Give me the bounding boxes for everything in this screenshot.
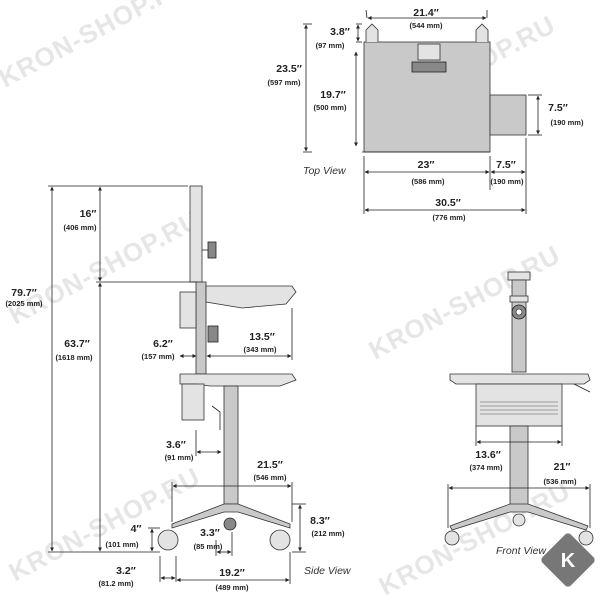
side-view-label: Side View [304, 565, 352, 577]
watermark-text: KRON-SHOP.RU [364, 239, 566, 365]
front-drawer [475, 383, 563, 427]
dim-monitor-range-mm: (406 mm) [64, 223, 97, 232]
top-side-shelf [489, 94, 527, 136]
front-lever [573, 383, 591, 393]
side-mount-knob [207, 241, 217, 259]
dim-shelf-depth-side: 13.5″ [249, 331, 274, 343]
side-keyboard-tray [205, 285, 297, 309]
dim-shelf-width-mm: (190 mm) [491, 177, 524, 186]
front-top-cap [507, 271, 531, 281]
front-upper-column [511, 279, 527, 373]
dim-shelf-depth-side-mm: (343 mm) [244, 345, 277, 354]
dim-wheelbase-mm: (489 mm) [216, 583, 249, 592]
front-lower-column [509, 425, 529, 509]
dim-handle-offset: 3.6″ [166, 439, 186, 451]
dim-top-width: 21.4″ [413, 7, 438, 19]
watermark-text: KRON-SHOP.RU [4, 204, 206, 330]
dim-total-depth: 23.5″ [276, 63, 301, 75]
dim-handle-offset-mm: (91 mm) [165, 453, 194, 462]
dim-setback: 6.2″ [153, 338, 173, 350]
watermark-text: KRON-SHOP.RU [374, 475, 576, 600]
front-view: 13.6″ (374 mm) 21″ (536 mm) Front View [444, 271, 594, 557]
side-base [171, 503, 291, 529]
dim-base-width: 21″ [554, 461, 571, 473]
front-center-caster [512, 513, 526, 527]
dim-top-width-mm: (544 mm) [410, 21, 443, 30]
side-view: 79.7″ (2025 mm) 16″ (406 mm) 63.7″ (1618… [5, 185, 352, 592]
dim-shelf-width: 7.5″ [496, 159, 516, 171]
brand-badge-icon: K [541, 533, 595, 587]
mount-bracket [411, 61, 447, 73]
side-clamp [207, 325, 219, 343]
side-drawer [181, 383, 205, 421]
dim-column-offset-mm: (85 mm) [194, 542, 223, 551]
front-base [449, 503, 589, 531]
dim-setback-mm: (157 mm) [142, 352, 175, 361]
dim-base-width-mm: (536 mm) [544, 477, 577, 486]
dim-clip-depth-mm: (97 mm) [316, 41, 345, 50]
dim-clip-depth: 3.8″ [330, 26, 350, 38]
front-right-caster [578, 530, 594, 546]
mount-plate [417, 43, 441, 61]
front-view-label: Front View [496, 545, 547, 557]
dim-caster-height-mm: (101 mm) [106, 540, 139, 549]
top-view: 21.4″ (544 mm) 3.8″ (97 mm) 23.5″ (597 m… [268, 7, 584, 222]
dim-caster-height: 4″ [131, 523, 142, 535]
dim-surface-height: 63.7″ [64, 338, 89, 350]
dim-surface-height-mm: (1618 mm) [55, 353, 93, 362]
dim-base-height: 8.3″ [310, 515, 330, 527]
dim-column-width: 13.6″ [475, 449, 500, 461]
dim-tray-depth-mm: (500 mm) [314, 103, 347, 112]
left-clip [365, 23, 379, 42]
dim-shelf-depth-mm: (190 mm) [551, 118, 584, 127]
dim-tray-depth: 19.7″ [320, 89, 345, 101]
side-left-bin [179, 291, 197, 329]
dim-total-height: 79.7″ [11, 287, 36, 299]
dim-wheel-offset: 3.2″ [116, 565, 136, 577]
top-view-label: Top View [303, 165, 347, 177]
front-work-surface [449, 373, 591, 385]
dim-tray-width: 23″ [418, 159, 435, 171]
side-monitor-panel [189, 185, 203, 283]
dim-wheel-offset-mm: (81.2 mm) [98, 579, 134, 588]
dim-base-depth-mm: (546 mm) [254, 473, 287, 482]
dim-total-width: 30.5″ [435, 197, 460, 209]
dim-base-depth: 21.5″ [257, 459, 282, 471]
watermark-text: KRON-SHOP.RU [0, 0, 195, 93]
front-mount-plate [509, 295, 529, 303]
side-handle [211, 405, 221, 430]
right-clip [475, 23, 489, 42]
front-caster [157, 529, 179, 551]
dim-monitor-range: 16″ [80, 208, 97, 220]
dim-total-width-mm: (776 mm) [433, 213, 466, 222]
dim-wheelbase: 19.2″ [219, 567, 244, 579]
center-caster [223, 517, 237, 531]
dim-total-height-mm: (2025 mm) [5, 299, 43, 308]
dim-column-width-mm: (374 mm) [470, 463, 503, 472]
front-left-caster [444, 530, 460, 546]
side-upper-column [195, 281, 207, 375]
rear-caster [269, 529, 291, 551]
dim-base-height-mm: (212 mm) [312, 529, 345, 538]
svg-text:K: K [561, 550, 576, 572]
dim-shelf-depth: 7.5″ [548, 102, 568, 114]
dim-tray-width-mm: (586 mm) [412, 177, 445, 186]
dim-column-offset: 3.3″ [200, 527, 220, 539]
dim-total-depth-mm: (597 mm) [268, 78, 301, 87]
